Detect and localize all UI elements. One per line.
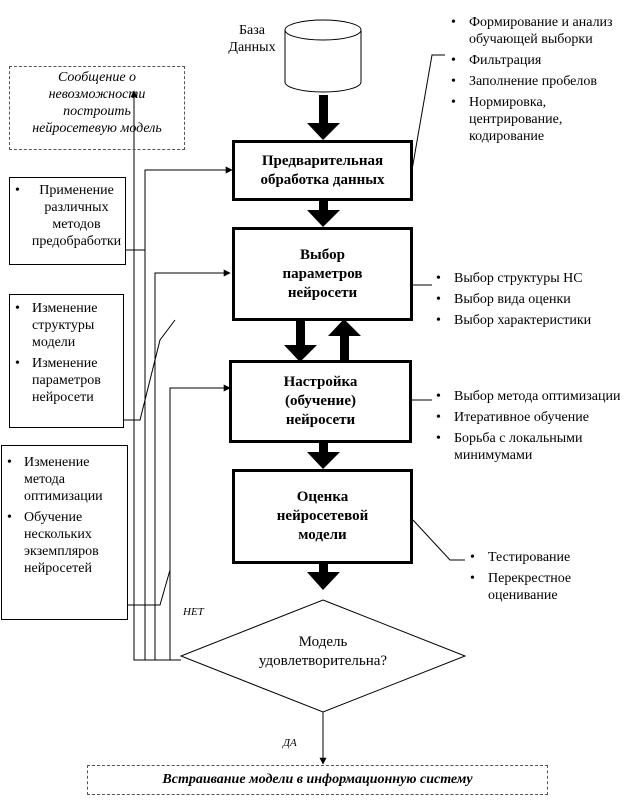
note-text: Выбор структуры НС [454,271,583,286]
note-text: Выбор характеристики [454,313,592,328]
stage-evaluation: Оценка нейросетевой модели [232,469,413,564]
notes-parameters: • Выбор структуры НС • Выбор вида оценки •… [432,270,626,333]
note-text: Перекрестное оценивание [488,571,572,603]
final-box: Встраивание модели в информационную сист… [87,765,548,795]
stage-evaluation-line3: модели [298,527,347,543]
note-item: • Заполнение пробелов [447,73,623,90]
bullet-icon: • [436,313,441,328]
bullet-icon: • [451,15,456,30]
note-text: Выбор вида оценки [454,292,571,307]
note-item: • Тестирование [466,549,616,566]
note-item: • Изменение параметров нейросети [12,355,121,406]
stage-parameters: Выбор параметров нейросети [232,227,413,321]
database-label-line1: База [239,23,265,38]
yes-label: ДА [283,737,297,749]
note-text: Изменение метода оптимизации [24,455,103,504]
bullet-icon: • [15,183,20,198]
stage-parameters-line1: Выбор [300,246,345,263]
database-cylinder [284,19,362,93]
left-note-box3: • Изменение метода оптимизации • Обучение … [1,445,128,620]
stage-training-line1: Настройка [283,374,358,390]
stage-preprocessing-line2: обработка данных [260,171,385,188]
database-label: База Данных [222,22,282,56]
bullet-icon: • [436,431,441,446]
failure-message-line2: невозможности [48,87,146,102]
decision-line1: Модель [298,634,348,650]
decision-text: Модель удовлетворительна? [243,633,403,671]
note-text: Итеративное обучение [454,410,589,425]
stage-parameters-line2: параметров [282,265,363,282]
note-item: • Выбор вида оценки [432,291,626,308]
decision-line2: удовлетворительна? [258,653,388,669]
bullet-icon: • [436,292,441,307]
left-note-box2: • Изменение структуры модели • Изменение п… [9,294,124,428]
note-item: • Выбор метода оптимизации [432,388,626,405]
bullet-icon: • [451,53,456,68]
note-item: • Выбор структуры НС [432,270,626,287]
note-text: Выбор метода оптимизации [454,389,621,404]
stage-training-line2: (обучение) [285,393,356,409]
note-item: • Итеративное обучение [432,409,626,426]
note-item: • Изменение структуры модели [12,300,121,351]
note-item: • Перекрестное оценивание [466,570,616,604]
note-item: • Изменение метода оптимизации [4,454,125,505]
note-text: Фильтрация [469,53,542,68]
bullet-icon: • [15,301,20,316]
stage-preprocessing: Предварительная обработка данных [232,140,413,201]
bullet-icon: • [7,510,12,525]
stage-evaluation-line1: Оценка [296,489,349,505]
bullet-icon: • [451,74,456,89]
no-label: НЕТ [183,606,204,618]
main-flow-arrows [284,95,361,590]
bullet-icon: • [436,271,441,286]
left-note-box1: • Применение различных методов предобрабо… [9,177,126,265]
leader-lines [411,54,465,561]
note-text: Изменение структуры модели [32,301,98,350]
note-text: Применение различных методов предобработ… [31,183,122,249]
bullet-icon: • [436,410,441,425]
note-text: Заполнение пробелов [469,74,597,89]
note-item: • Борьба с локальными минимумами [432,430,626,464]
note-item: • Выбор характеристики [432,312,626,329]
database-label-line2: Данных [228,40,276,55]
note-text: Обучение нескольких экземпляров нейросет… [24,510,99,576]
failure-message-box: Сообщение о невозможности построить нейр… [9,66,185,150]
stage-preprocessing-line1: Предварительная [261,152,384,169]
failure-message-line1: Сообщение о [57,70,137,85]
bullet-icon: • [470,550,475,565]
bullet-icon: • [7,455,12,470]
note-item: • Нормировка, центрирование, кодирование [447,94,623,145]
failure-message-line3: построить [63,104,131,119]
stage-training-line3: нейросети [285,412,356,428]
failure-message-line4: нейросетевую модель [32,121,162,136]
feedback-lines [123,90,233,661]
bullet-icon: • [15,356,20,371]
note-item: • Фильтрация [447,52,623,69]
final-label: Встраивание модели в информационную сист… [162,772,473,787]
bullet-icon: • [470,571,475,586]
bullet-icon: • [451,95,456,110]
stage-training: Настройка (обучение) нейросети [229,360,412,443]
notes-preprocessing: • Формирование и анализ обучающей выборки… [447,14,623,149]
note-text: Тестирование [488,550,571,565]
stage-evaluation-line2: нейросетевой [276,508,369,524]
note-text: Изменение параметров нейросети [32,356,101,405]
note-text: Борьба с локальными минимумами [454,431,583,463]
notes-evaluation: • Тестирование • Перекрестное оценивание [466,549,616,608]
note-text: Формирование и анализ обучающей выборки [469,15,613,47]
notes-training: • Выбор метода оптимизации • Итеративное о… [432,388,626,468]
stage-parameters-line3: нейросети [287,284,358,301]
note-item: • Обучение нескольких экземпляров нейросе… [4,509,125,577]
bullet-icon: • [436,389,441,404]
note-item: • Формирование и анализ обучающей выборки [447,14,623,48]
note-item: • Применение различных методов предобрабо… [12,182,123,250]
note-text: Нормировка, центрирование, кодирование [469,95,563,144]
